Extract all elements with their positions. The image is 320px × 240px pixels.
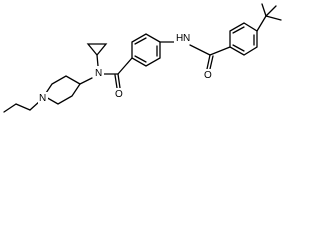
ring-middle [131,33,161,67]
bond-propyl-3 [3,103,17,113]
bond-tbu-3 [261,3,267,17]
piperidine-nitrogen-label: N [39,93,46,104]
nh-nitrogen-label: N [183,33,190,44]
bond-tbu-2 [265,15,282,21]
bond-propyl-2 [15,103,31,111]
chemical-structure: H N O O N N [3,3,282,113]
bond-tbu-1 [265,5,277,17]
bond-tbu-ring [256,15,267,32]
tertiary-amide-nitrogen-label: N [95,68,102,79]
bond-co-right-1 [206,54,211,70]
bond-n-piperidine [79,77,93,85]
nh-hydrogen-label: H [176,33,183,44]
atom-labels: H N O O N N [38,32,213,104]
bond-ring-carbonyl-left [117,57,133,75]
left-carbonyl-oxygen-label: O [115,89,123,100]
bond-co-left-2 [114,74,118,89]
ring-right-double-1 [232,26,245,34]
bond-co-right-2 [209,55,214,70]
piperidine-ring [43,75,81,105]
ring-middle-double-2 [134,55,147,63]
ring-right-double-2 [232,44,245,52]
bond-ring-carbonyl-right [209,46,231,56]
right-carbonyl-oxygen-label: O [204,70,212,81]
cyclopropyl-ring [86,43,108,57]
bond-co-left-1 [117,73,121,89]
ring-middle-double-1 [134,37,147,45]
bond-n-cyclopropyl [96,54,99,67]
bond-carbonyl-nh [189,44,211,56]
